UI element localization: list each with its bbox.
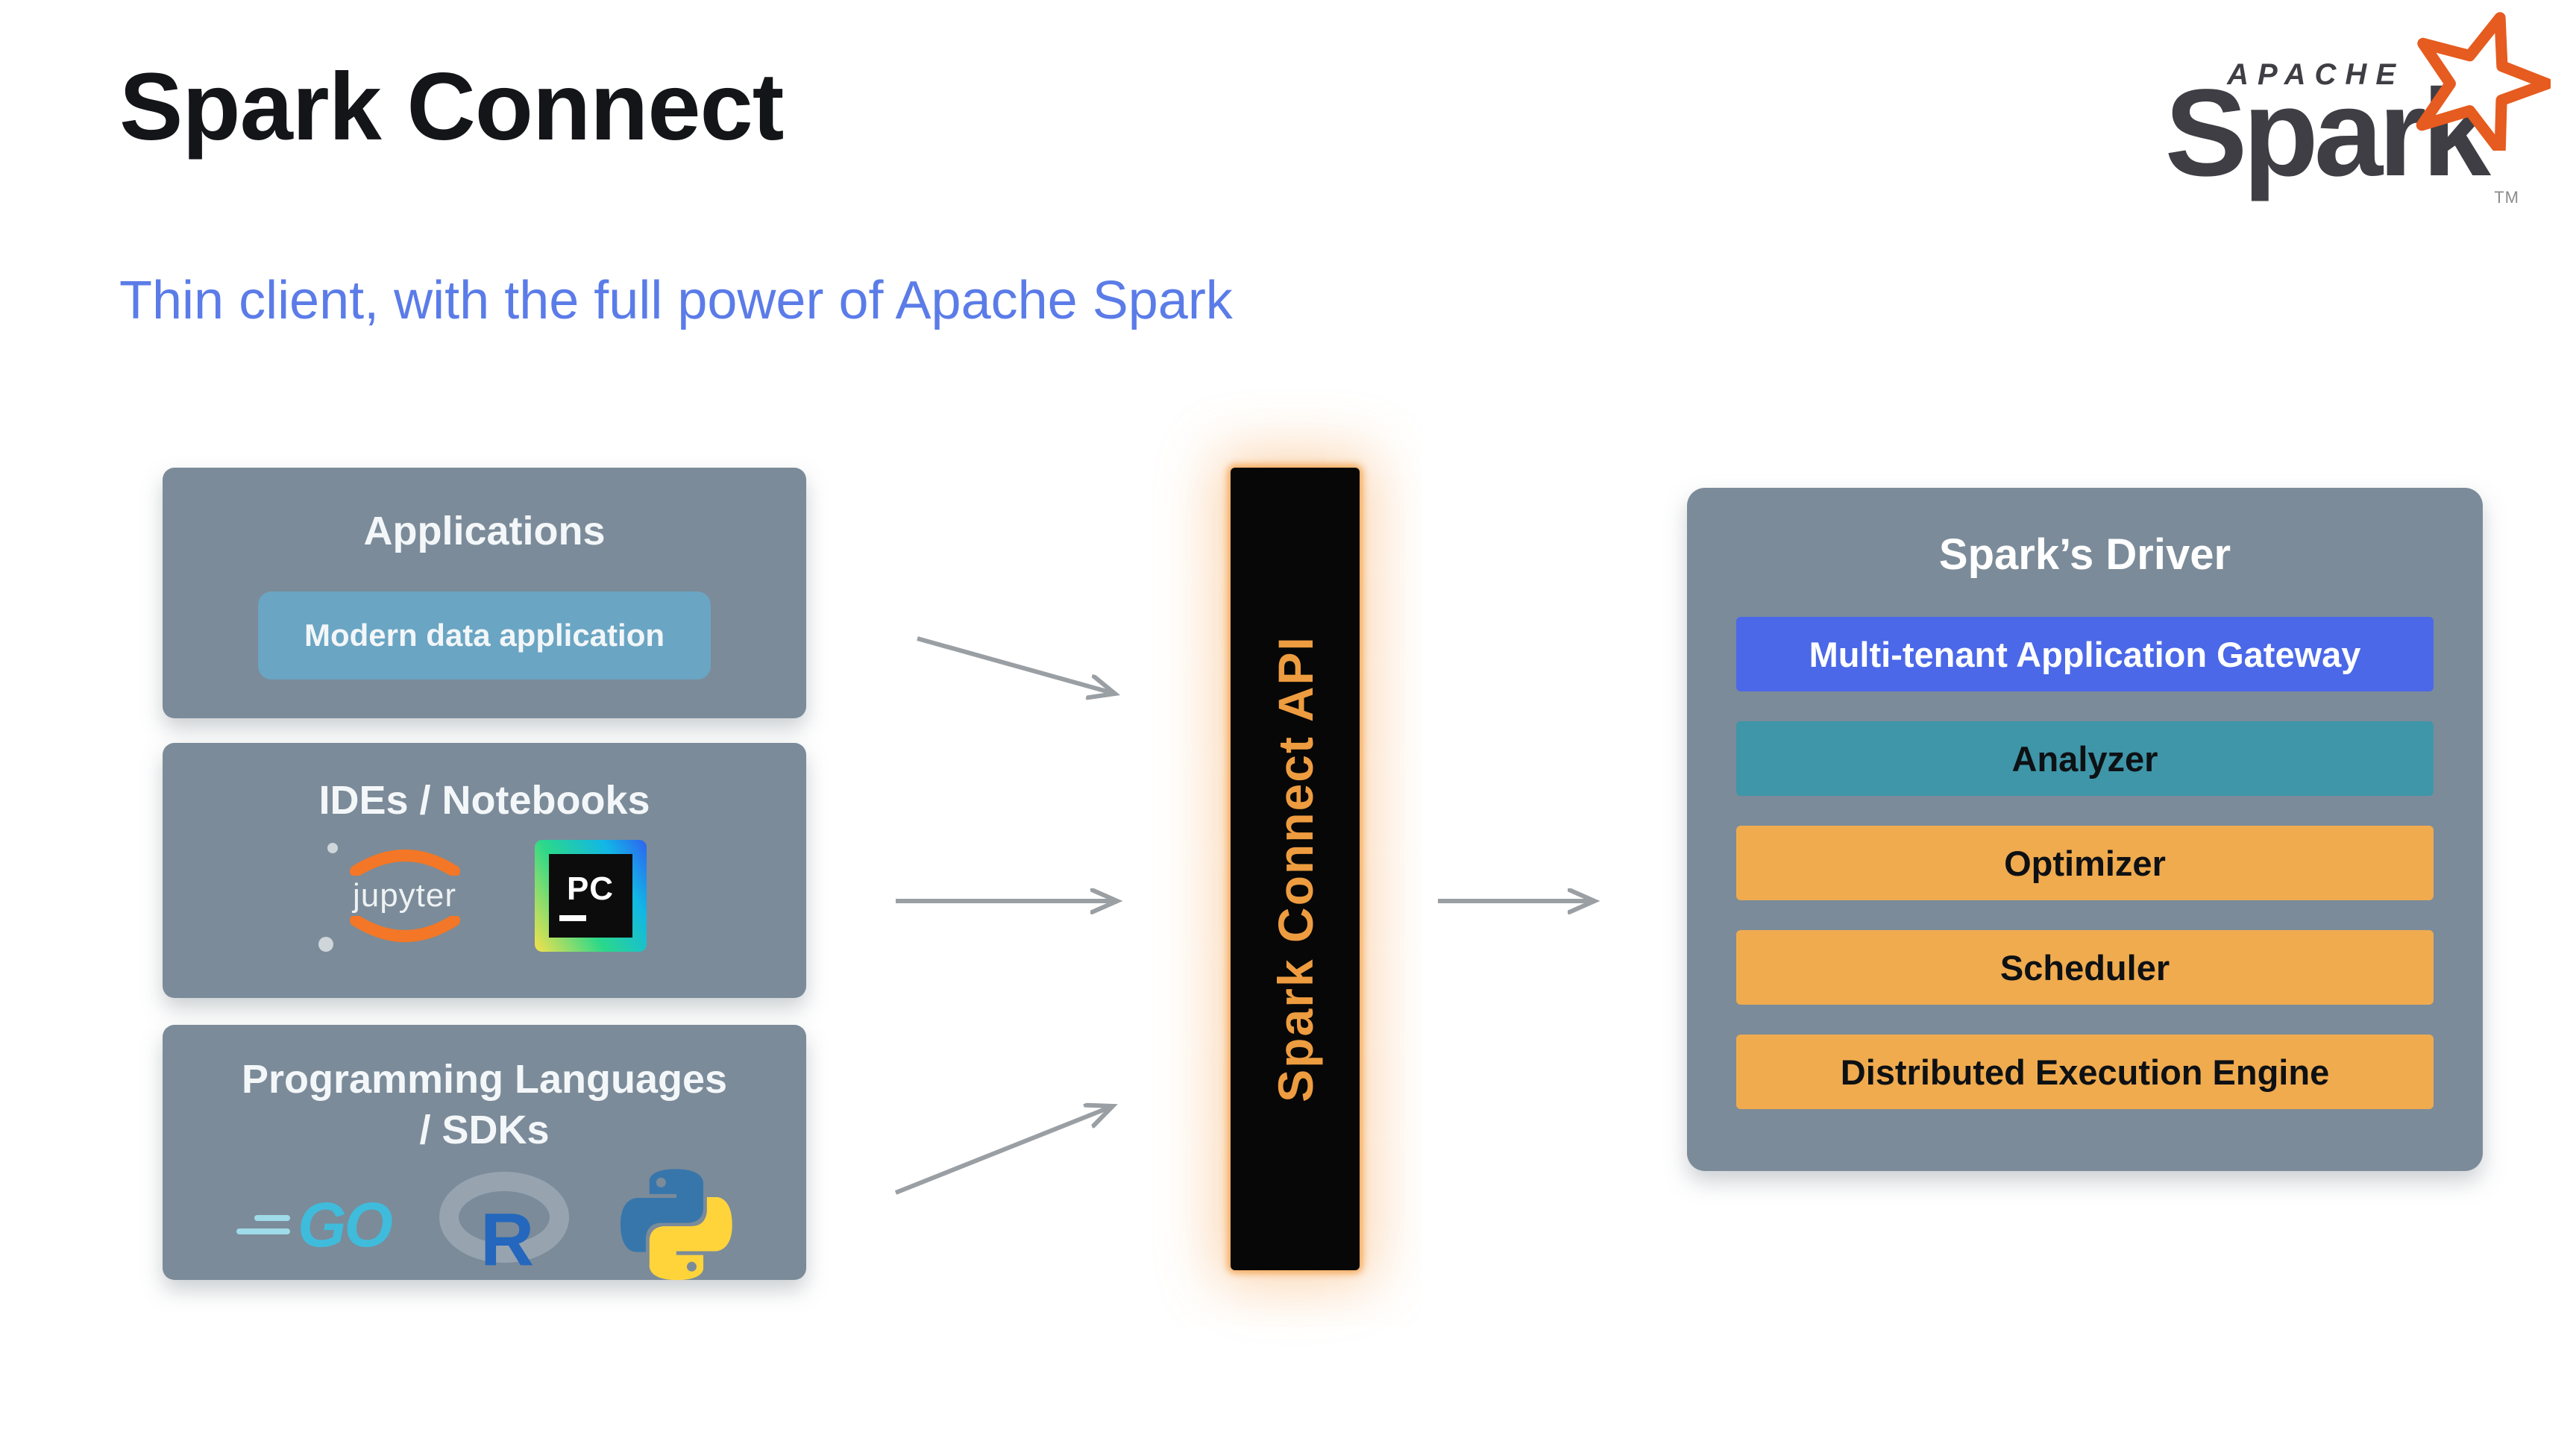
go-icon: GO <box>236 1189 393 1261</box>
apache-spark-logo: APACHE Spark TM <box>2129 12 2551 246</box>
languages-title: Programming Languages / SDKs <box>241 1057 728 1152</box>
jupyter-bottom-crescent <box>349 915 460 942</box>
spark-connect-api-label: Spark Connect API <box>1267 635 1323 1102</box>
jupyter-top-crescent <box>349 849 460 876</box>
languages-sdks-panel: Programming Languages / SDKs GO R <box>163 1025 806 1281</box>
jupyter-dot <box>318 936 333 952</box>
modern-data-application-box: Modern data application <box>258 591 711 679</box>
apache-wordmark: APACHE <box>2227 58 2404 91</box>
applications-panel: Applications Modern data application <box>163 468 806 718</box>
ides-title: IDEs / Notebooks <box>318 778 650 823</box>
pycharm-underscore <box>559 914 586 921</box>
go-speed-lines <box>236 1215 291 1234</box>
layer-execution-engine: Distributed Execution Engine <box>1736 1035 2434 1109</box>
r-icon: R <box>439 1171 569 1279</box>
pycharm-inner-square: PC <box>548 853 632 938</box>
arrow-langs-to-connector <box>894 1106 1113 1195</box>
r-label: R <box>480 1198 534 1279</box>
jupyter-dot <box>327 842 338 853</box>
layer-gateway: Multi-tenant Application Gateway <box>1736 617 2434 691</box>
jupyter-icon: jupyter <box>318 842 487 952</box>
layer-optimizer: Optimizer <box>1736 826 2434 900</box>
python-icon <box>620 1169 732 1281</box>
layer-scheduler: Scheduler <box>1736 930 2434 1005</box>
pycharm-icon: PC <box>534 839 647 952</box>
languages-logo-row: GO R <box>236 1169 732 1281</box>
go-label: GO <box>298 1189 393 1260</box>
page-subtitle: Thin client, with the full power of Apac… <box>119 271 1233 330</box>
pycharm-label: PC <box>566 870 615 907</box>
layer-analyzer: Analyzer <box>1736 721 2434 796</box>
trademark-label: TM <box>2494 188 2519 207</box>
page-title: Spark Connect <box>119 54 784 160</box>
jupyter-label: jupyter <box>352 876 457 914</box>
spark-wordmark: Spark <box>2164 64 2491 202</box>
ides-logo-row: jupyter PC <box>318 839 647 952</box>
driver-layers: Multi-tenant Application Gateway Analyze… <box>1736 617 2434 1109</box>
star-icon <box>2416 12 2551 151</box>
spark-driver-panel: Spark’s Driver Multi-tenant Application … <box>1687 488 2483 1171</box>
applications-title: Applications <box>363 509 606 553</box>
spark-driver-title: Spark’s Driver <box>1938 530 2231 579</box>
spark-connect-api-bar: Spark Connect API <box>1231 468 1360 1270</box>
ides-notebooks-panel: IDEs / Notebooks jupyter PC <box>163 743 806 998</box>
arrow-apps-to-connector <box>917 636 1115 694</box>
